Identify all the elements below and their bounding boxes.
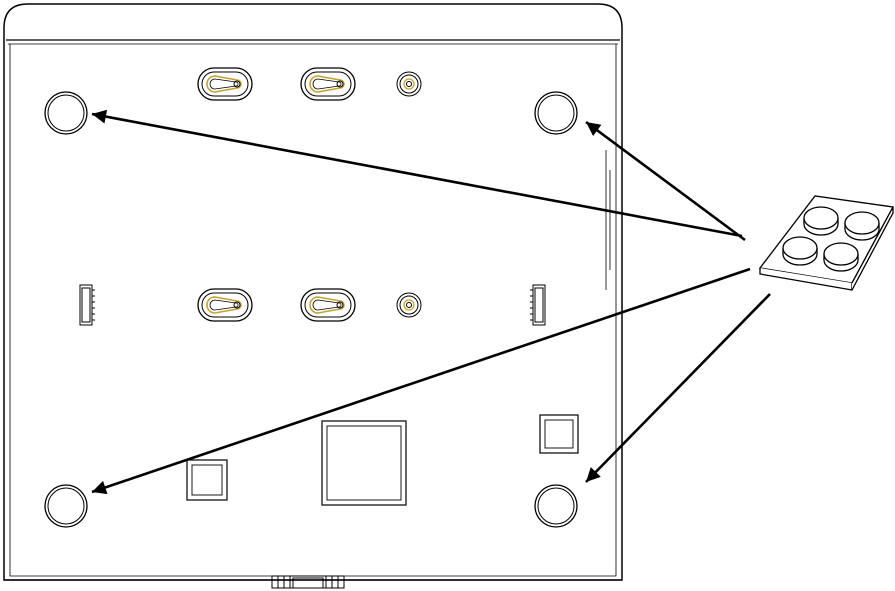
square-pad-small-left xyxy=(186,459,228,501)
foot-position-top-left xyxy=(44,91,88,135)
foot-position-bottom-right xyxy=(534,484,578,528)
arrow-to-bottom-left xyxy=(91,267,751,495)
arrow-to-top-left xyxy=(91,109,743,238)
screw-boss-middle xyxy=(396,292,422,318)
square-pad-large xyxy=(321,420,407,506)
rubber-foot-back-right xyxy=(844,211,880,241)
screw-boss-top xyxy=(396,71,422,97)
square-pad-small-right xyxy=(539,414,579,454)
keyhole-slot-middle-right xyxy=(300,288,356,322)
rubber-foot-front-left xyxy=(782,236,818,266)
arrow-to-top-right xyxy=(585,120,746,242)
keyhole-slot-top-right xyxy=(300,67,356,101)
device-bottom-panel xyxy=(3,3,623,581)
foot-position-top-right xyxy=(534,91,578,135)
side-clip-right xyxy=(530,284,546,326)
rubber-foot-front-right xyxy=(823,242,859,272)
bottom-connector xyxy=(271,575,345,589)
arrow-to-bottom-right xyxy=(585,293,771,483)
keyhole-slot-middle-left xyxy=(197,288,253,322)
keyhole-slot-top-left xyxy=(197,67,253,101)
foot-position-bottom-left xyxy=(44,484,88,528)
rubber-foot-back-left xyxy=(803,206,839,236)
side-clip-left xyxy=(79,284,95,326)
